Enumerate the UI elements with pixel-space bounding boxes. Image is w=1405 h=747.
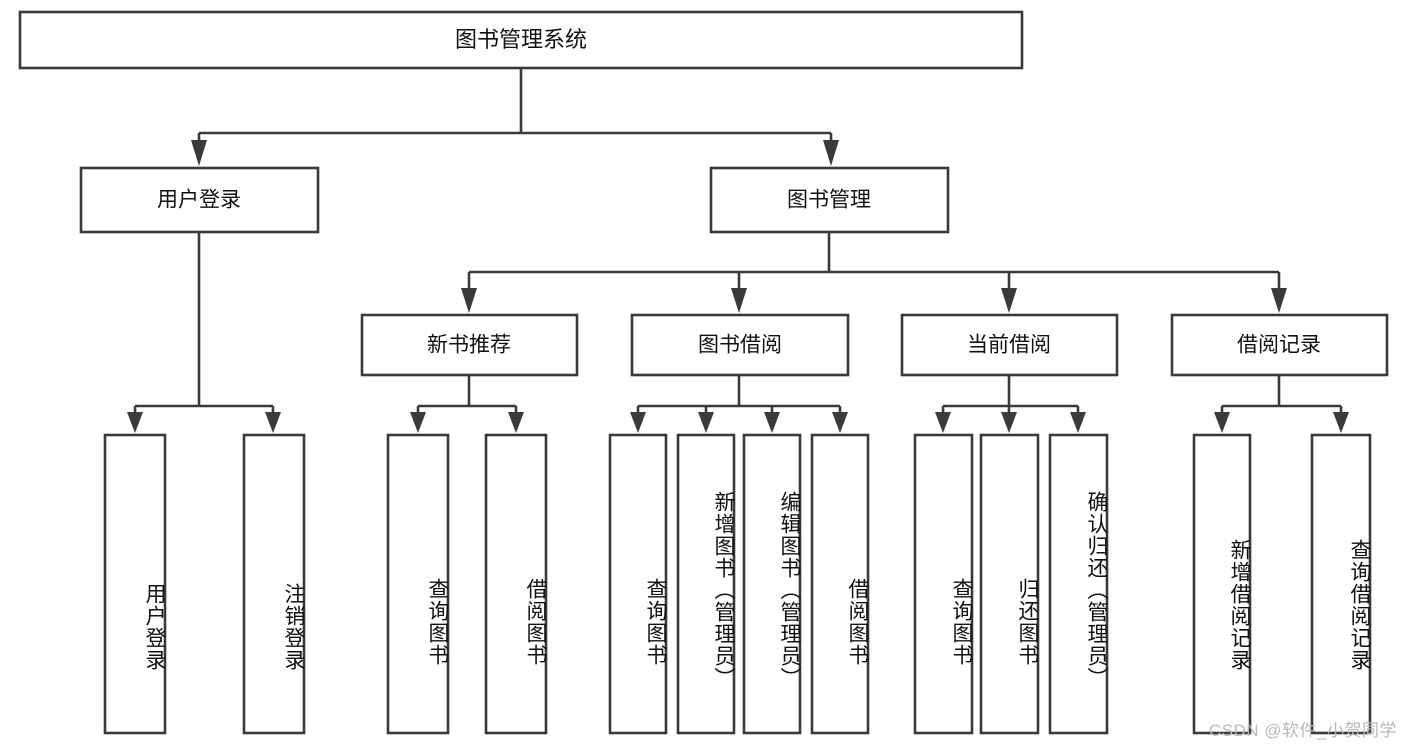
connectors (127, 68, 1349, 433)
node-leaf-return-book-box[interactable] (979, 433, 1040, 735)
node-book-borrow-label: 图书借阅 (698, 334, 782, 357)
node-leaf-query-book-3-box[interactable] (913, 433, 974, 735)
arrowhead-leaf-query-record (1333, 412, 1349, 433)
node-leaf-query-book-2-box[interactable] (608, 433, 668, 735)
node-root-label: 图书管理系统 (455, 27, 587, 52)
node-new-book-recommend[interactable]: 新书推荐 (360, 313, 579, 377)
arrowhead-book-borrow (731, 288, 747, 313)
node-leaf-user-logout-box[interactable] (242, 433, 306, 735)
node-user-login[interactable]: 用户登录 (79, 166, 320, 234)
arrowhead-new-book-recommend (461, 288, 477, 313)
arrowhead-leaf-add-record (1214, 412, 1230, 433)
arrowhead-leaf-query-book-3 (935, 412, 951, 433)
arrowhead-leaf-query-book-2 (630, 412, 646, 433)
node-borrow-record-box[interactable] (1170, 313, 1389, 377)
node-leaf-add-record-box[interactable] (1192, 433, 1252, 735)
arrowhead-leaf-query-book-1 (410, 412, 426, 433)
leaf-boxes[interactable] (103, 433, 1372, 735)
node-book-borrow[interactable]: 图书借阅 (630, 313, 850, 377)
arrowhead-user-login (191, 140, 207, 166)
arrowhead-leaf-borrow-book-2 (832, 412, 848, 433)
node-current-borrow[interactable]: 当前借阅 (900, 313, 1119, 377)
node-current-borrow-label: 当前借阅 (967, 334, 1051, 357)
node-book-borrow-box[interactable] (630, 313, 850, 377)
csdn-watermark: CSDN @软件_小贺同学 (1208, 721, 1397, 740)
node-root[interactable]: 图书管理系统 (18, 10, 1024, 70)
node-current-borrow-box[interactable] (900, 313, 1119, 377)
node-user-login-label: 用户登录 (157, 189, 241, 212)
arrowhead-leaf-add-book (698, 412, 714, 433)
arrowhead-leaf-return-book (1001, 412, 1017, 433)
arrowhead-current-borrow (1001, 288, 1017, 313)
node-user-login-box[interactable] (79, 166, 320, 234)
arrowhead-borrow-record (1271, 288, 1287, 313)
node-leaf-add-book-box[interactable] (676, 433, 736, 735)
node-leaf-query-book-1-box[interactable] (386, 433, 450, 735)
node-leaf-borrow-book-1-box[interactable] (484, 433, 548, 735)
node-leaf-query-record-box[interactable] (1310, 433, 1372, 735)
node-leaf-borrow-book-2-box[interactable] (810, 433, 870, 735)
arrowhead-leaf-user-logout (265, 412, 281, 433)
node-root-box[interactable] (18, 10, 1024, 70)
node-leaf-user-login-box[interactable] (103, 433, 167, 735)
node-new-book-recommend-box[interactable] (360, 313, 579, 377)
arrowhead-leaf-confirm-return (1070, 412, 1086, 433)
node-book-manage-label: 图书管理 (787, 189, 871, 212)
node-new-book-recommend-label: 新书推荐 (427, 334, 511, 357)
node-leaf-edit-book-box[interactable] (742, 433, 802, 735)
node-book-manage-box[interactable] (709, 166, 950, 234)
arrowhead-leaf-user-login (127, 412, 143, 433)
node-leaf-confirm-return-box[interactable] (1048, 433, 1109, 735)
arrowhead-book-manage (823, 140, 839, 166)
arrowhead-leaf-edit-book (764, 412, 780, 433)
node-book-manage[interactable]: 图书管理 (709, 166, 950, 234)
node-borrow-record[interactable]: 借阅记录 (1170, 313, 1389, 377)
arrowhead-leaf-borrow-book-1 (508, 412, 524, 433)
node-borrow-record-label: 借阅记录 (1237, 334, 1321, 357)
